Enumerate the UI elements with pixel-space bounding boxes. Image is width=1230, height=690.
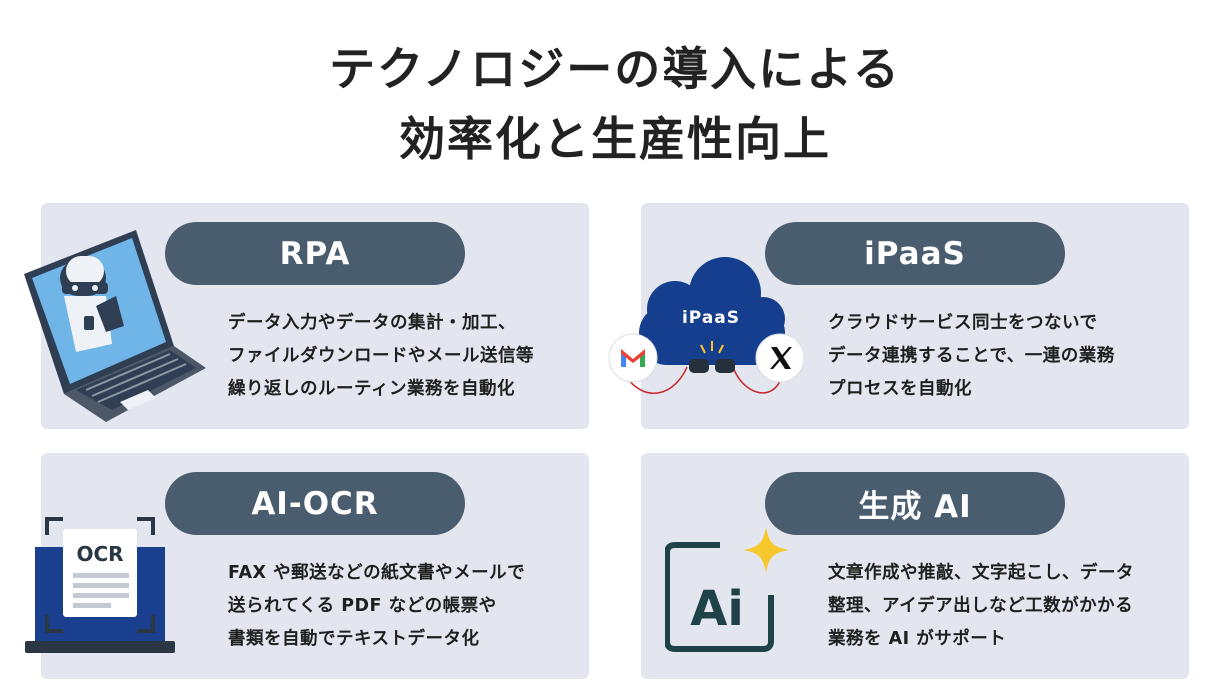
ai-sparkle-icon: Ai [665,527,789,652]
card-desc-ai-ocr: FAX や郵送などの紙文書やメールで 送られてくる PDF などの帳票や 書類を… [228,557,583,656]
card-desc-ipaas: クラウドサービス同士をつないで データ連携することで、一連の業務 プロセスを自動… [828,307,1183,406]
desc-line: 書類を自動でテキストデータ化 [228,629,480,649]
desc-line: 繰り返しのルーティン業務を自動化 [228,379,515,399]
desc-line: データ連携することで、一連の業務 [828,346,1115,366]
desc-line: ファイルダウンロードやメール送信等 [228,346,534,366]
card-desc-generative-ai: 文章作成や推敲、文字起こし、データ 整理、アイデア出しなど工数がかかる 業務を … [828,557,1183,656]
cloud-connect-icon: iPaaS [608,257,805,394]
card-label-generative-ai: 生成 AI [765,472,1065,535]
desc-line: 業務を AI がサポート [828,629,1007,649]
card-desc-rpa: データ入力やデータの集計・加工、 ファイルダウンロードやメール送信等 繰り返しの… [228,307,583,406]
desc-line: プロセスを自動化 [828,379,972,399]
ai-label: Ai [690,581,744,637]
desc-line: 送られてくる PDF などの帳票や [228,596,497,616]
desc-line: データ入力やデータの集計・加工、 [228,313,516,333]
desc-line: FAX や郵送などの紙文書やメールで [228,563,526,583]
page-title-line-1: テクノロジーの導入による [329,42,901,96]
desc-line: クラウドサービス同士をつないで [828,313,1098,333]
ocr-label: OCR [76,542,123,566]
robot-laptop-icon [24,230,206,422]
card-generative-ai: 生成 AI 文章作成や推敲、文字起こし、データ 整理、アイデア出しなど工数がかか… [641,453,1189,679]
gmail-icon [608,333,658,383]
card-label-rpa: RPA [165,222,465,285]
page-title-line-2: 効率化と生産性向上 [399,112,831,166]
cloud-label: iPaaS [682,308,740,328]
card-label-ai-ocr: AI-OCR [165,472,465,535]
card-label-ipaas: iPaaS [765,222,1065,285]
desc-line: 整理、アイデア出しなど工数がかかる [828,596,1134,616]
x-logo-icon [755,333,805,383]
desc-line: 文章作成や推敲、文字起こし、データ [828,563,1134,583]
ocr-scan-icon: OCR [25,517,175,653]
